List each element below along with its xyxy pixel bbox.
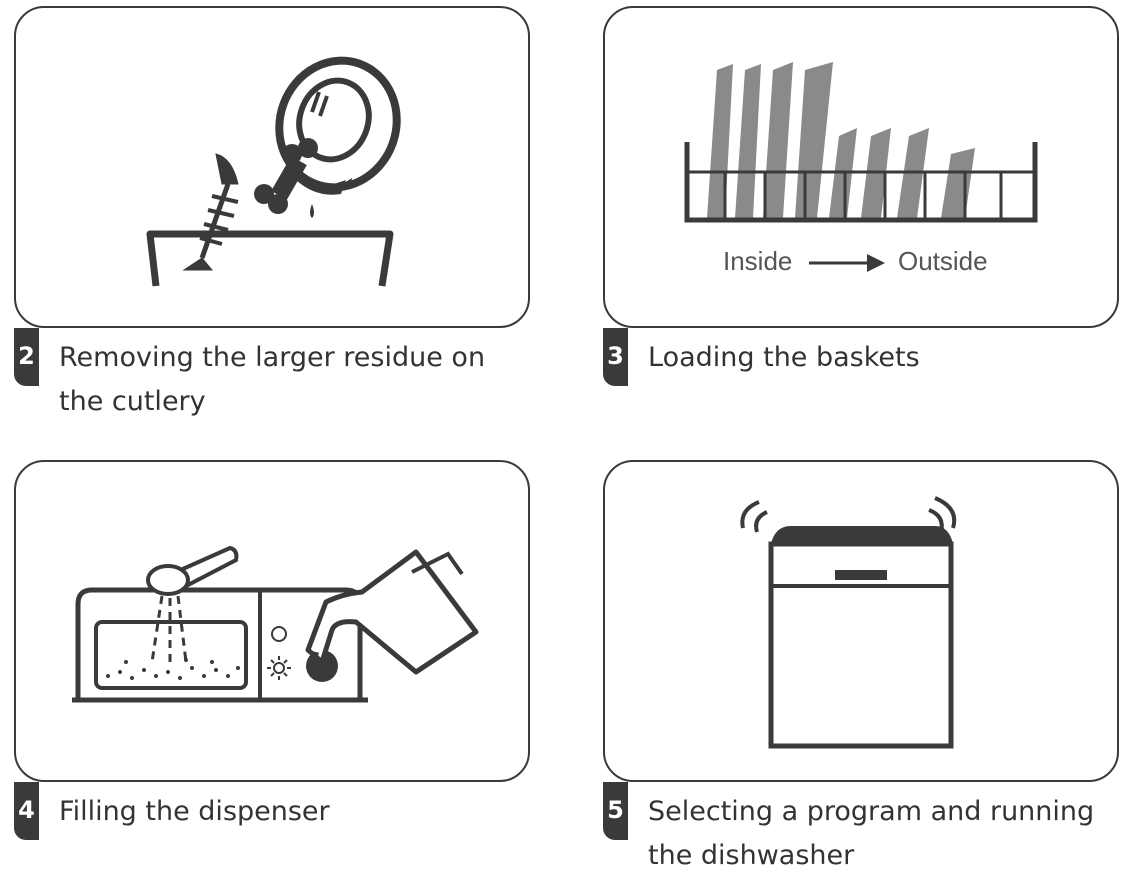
step-5-caption: Selecting a program and running the dish… (648, 796, 1095, 871)
fish-skeleton-icon (182, 153, 239, 271)
step-5-panel (603, 460, 1119, 782)
step-3-number: 3 (603, 328, 628, 386)
step-2-panel (14, 6, 530, 328)
step-4-panel (14, 460, 530, 782)
scoop-icon (146, 545, 239, 666)
residue-illustration (146, 56, 401, 287)
inside-label: Inside (723, 246, 792, 276)
step-2-number: 2 (14, 328, 39, 386)
bottle-icon (305, 549, 479, 682)
outside-label: Outside (898, 246, 988, 276)
step-4-number: 4 (14, 782, 39, 840)
bone-icon (254, 138, 318, 218)
plates-rack (684, 62, 1038, 223)
baskets-illustration: Inside Outside (684, 62, 1038, 276)
dispenser-illustration (72, 545, 479, 703)
vibration-left-icon (740, 500, 768, 533)
arrow-right-icon (809, 254, 885, 272)
step-3-caption: Loading the baskets (648, 342, 920, 373)
step-4-caption: Filling the dispenser (59, 796, 330, 827)
sun-icon (267, 656, 291, 680)
dishwasher-icon (768, 526, 954, 749)
step-2-caption: Removing the larger residue on the cutle… (59, 342, 486, 417)
step-5-number: 5 (603, 782, 628, 840)
step-3-panel: Inside Outside (603, 6, 1119, 328)
dishwasher-illustration (740, 496, 957, 749)
